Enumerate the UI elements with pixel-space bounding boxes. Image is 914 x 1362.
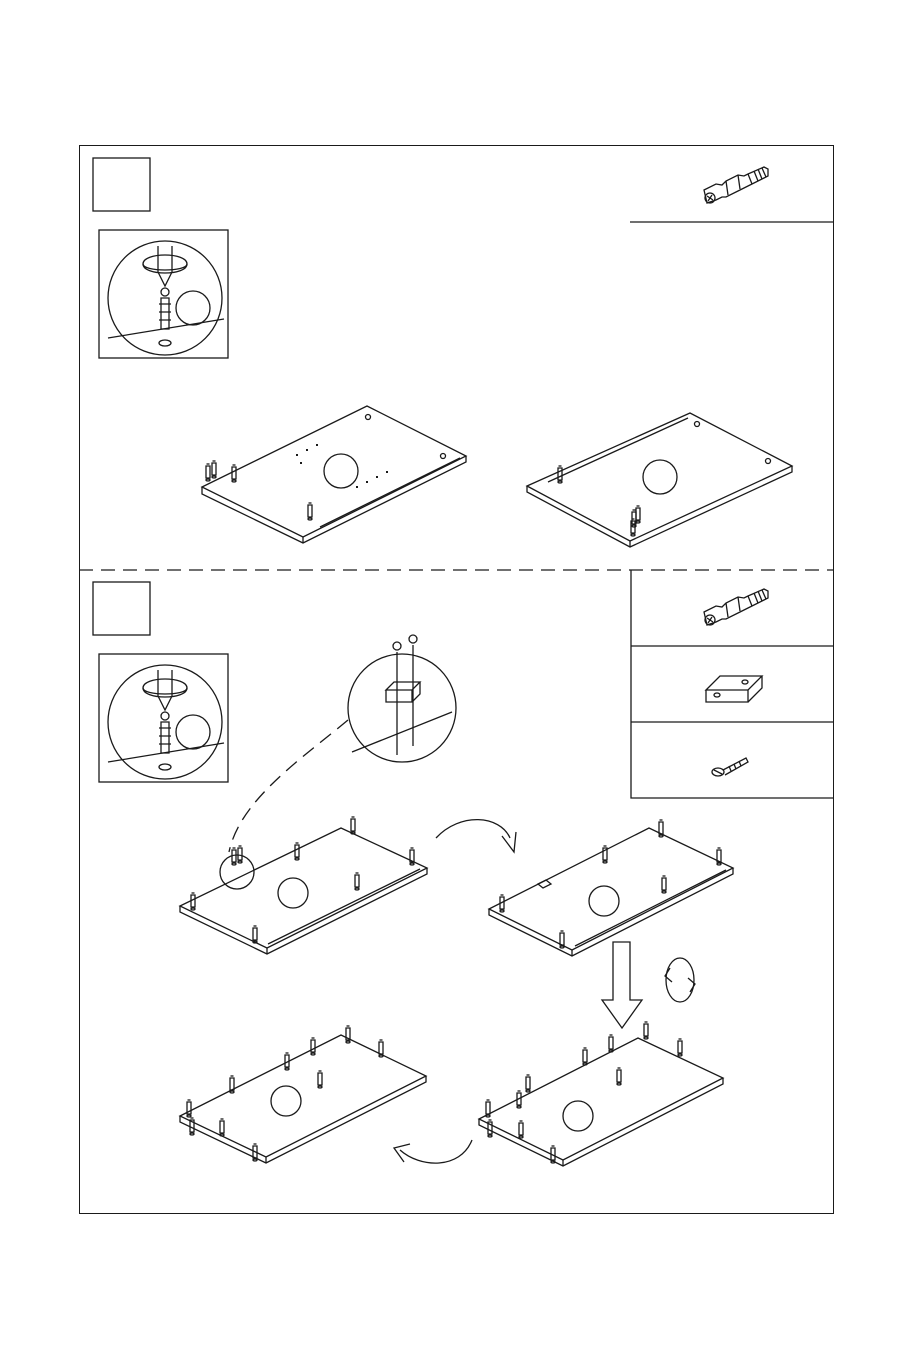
hardware-screw [712,758,748,776]
step-number-box-a [93,158,150,211]
hardware-cam-bolt-a [630,167,834,222]
hardware-panel-b [631,570,834,798]
hardware-l-bracket [706,676,762,702]
down-arrow-icon [602,942,642,1028]
flip-arrow-icon-2 [400,1140,472,1163]
rotate-icon [665,958,695,1002]
screwdriver-detail-b [99,654,228,782]
screwdriver-detail-a [99,230,228,358]
flip-arrow-icon-1 [436,820,510,838]
bracket-detail [229,635,456,852]
panel-b2 [489,820,733,956]
panel-a2 [527,413,792,547]
hardware-cam-bolt-b [704,589,768,625]
flip-arrow-head-2 [394,1144,410,1162]
panel-a1 [202,406,466,543]
panel-b4 [479,1022,723,1166]
step-number-box-b [93,582,150,635]
panel-b1 [180,817,427,954]
panel-b3 [180,1026,426,1163]
